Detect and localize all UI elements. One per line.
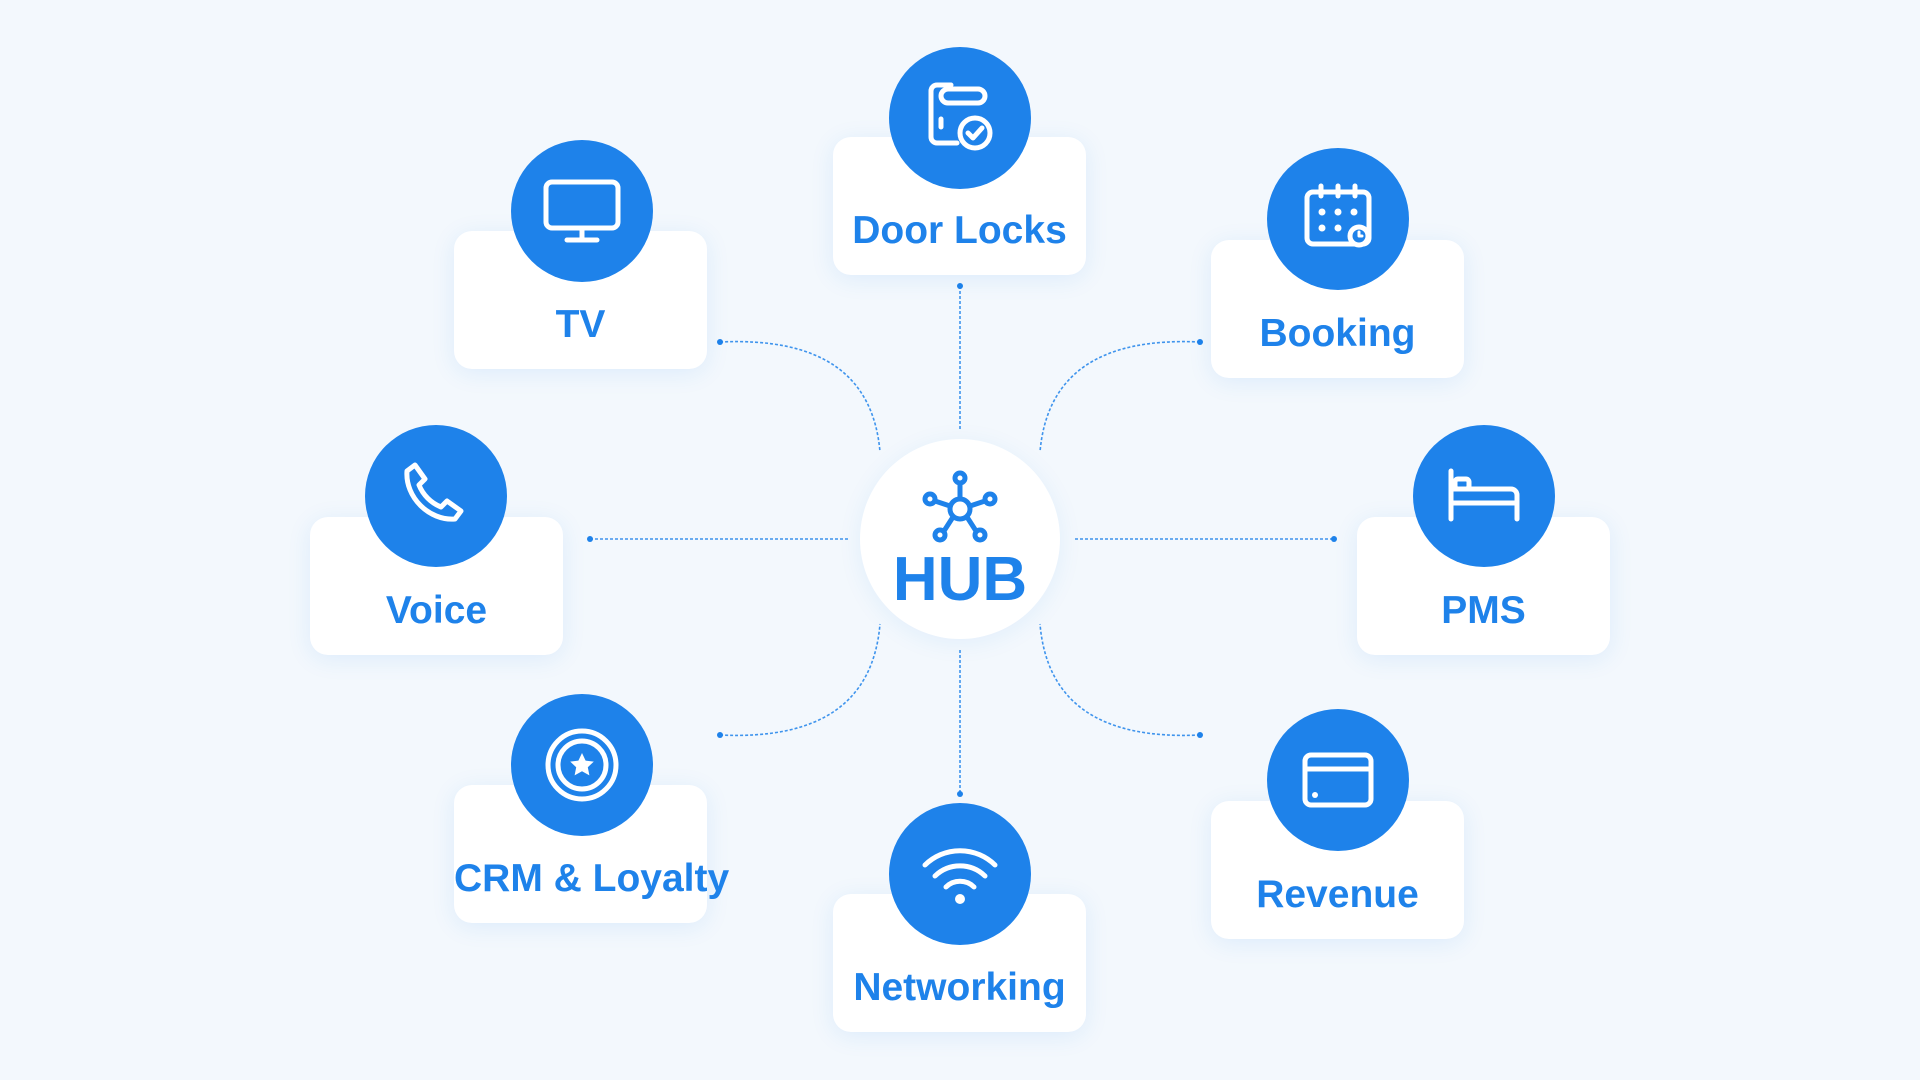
connector-tv (719, 340, 881, 453)
connector-dot (1331, 536, 1337, 542)
node-pms: PMS (1357, 517, 1610, 655)
network-hub-icon (922, 470, 998, 543)
node-label: TV (555, 303, 606, 346)
hub-label: HUB (892, 545, 1028, 614)
bed-icon (1413, 425, 1555, 567)
connector-dot (717, 732, 723, 738)
connector-booking (1039, 340, 1201, 453)
connector-revenue (1039, 623, 1201, 737)
connector-crm (719, 623, 881, 737)
node-crm-loyalty: CRM & Loyalty (454, 785, 730, 923)
node-label: PMS (1441, 589, 1526, 632)
node-label: Networking (853, 966, 1066, 1009)
wifi-icon (889, 803, 1031, 945)
node-booking: Booking (1211, 240, 1464, 378)
calendar-icon (1267, 148, 1409, 290)
node-tv: TV (454, 231, 707, 369)
connector-dot (957, 283, 963, 289)
connector-dot (717, 339, 723, 345)
hub-node: HUB (860, 439, 1060, 639)
connector-dot (587, 536, 593, 542)
node-label: Voice (385, 589, 488, 632)
credit-card-icon (1267, 709, 1409, 851)
node-label: Booking (1259, 312, 1416, 355)
star-badge-icon (511, 694, 653, 836)
phone-icon (365, 425, 507, 567)
connector-dot (1197, 732, 1203, 738)
node-label: Door Locks (852, 209, 1067, 252)
connector-dot (957, 791, 963, 797)
node-label: CRM & Loyalty (454, 857, 730, 900)
door-lock-check-icon (889, 47, 1031, 189)
node-label: Revenue (1256, 873, 1419, 916)
monitor-icon (511, 140, 653, 282)
connector-dot (1197, 339, 1203, 345)
